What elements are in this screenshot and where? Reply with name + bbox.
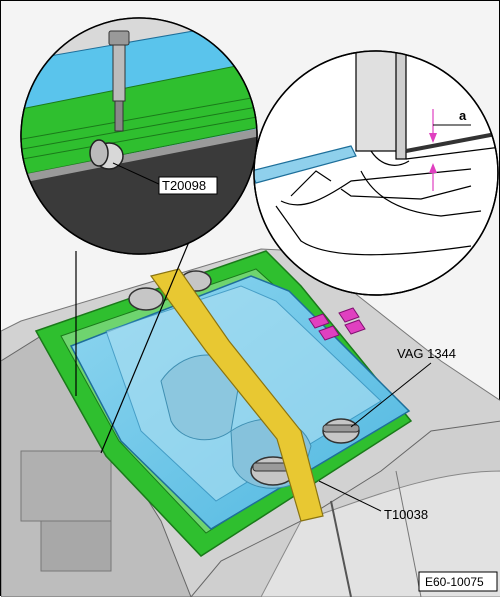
leader-lines: [318, 362, 432, 512]
detail-circle-left: [20, 17, 258, 255]
label-t20098: T20098: [162, 178, 206, 193]
detail-callout-lines: [75, 236, 192, 454]
label-t10038: T10038: [384, 507, 428, 522]
label-vag1344: VAG 1344: [397, 346, 456, 361]
position-markers: [308, 307, 366, 341]
figure-id: E60-10075: [425, 575, 484, 589]
figure-id-box: [418, 571, 498, 592]
lifting-strap: [149, 268, 324, 522]
detail-circle-right: [253, 50, 499, 296]
label-dimension-a: a: [459, 108, 467, 123]
